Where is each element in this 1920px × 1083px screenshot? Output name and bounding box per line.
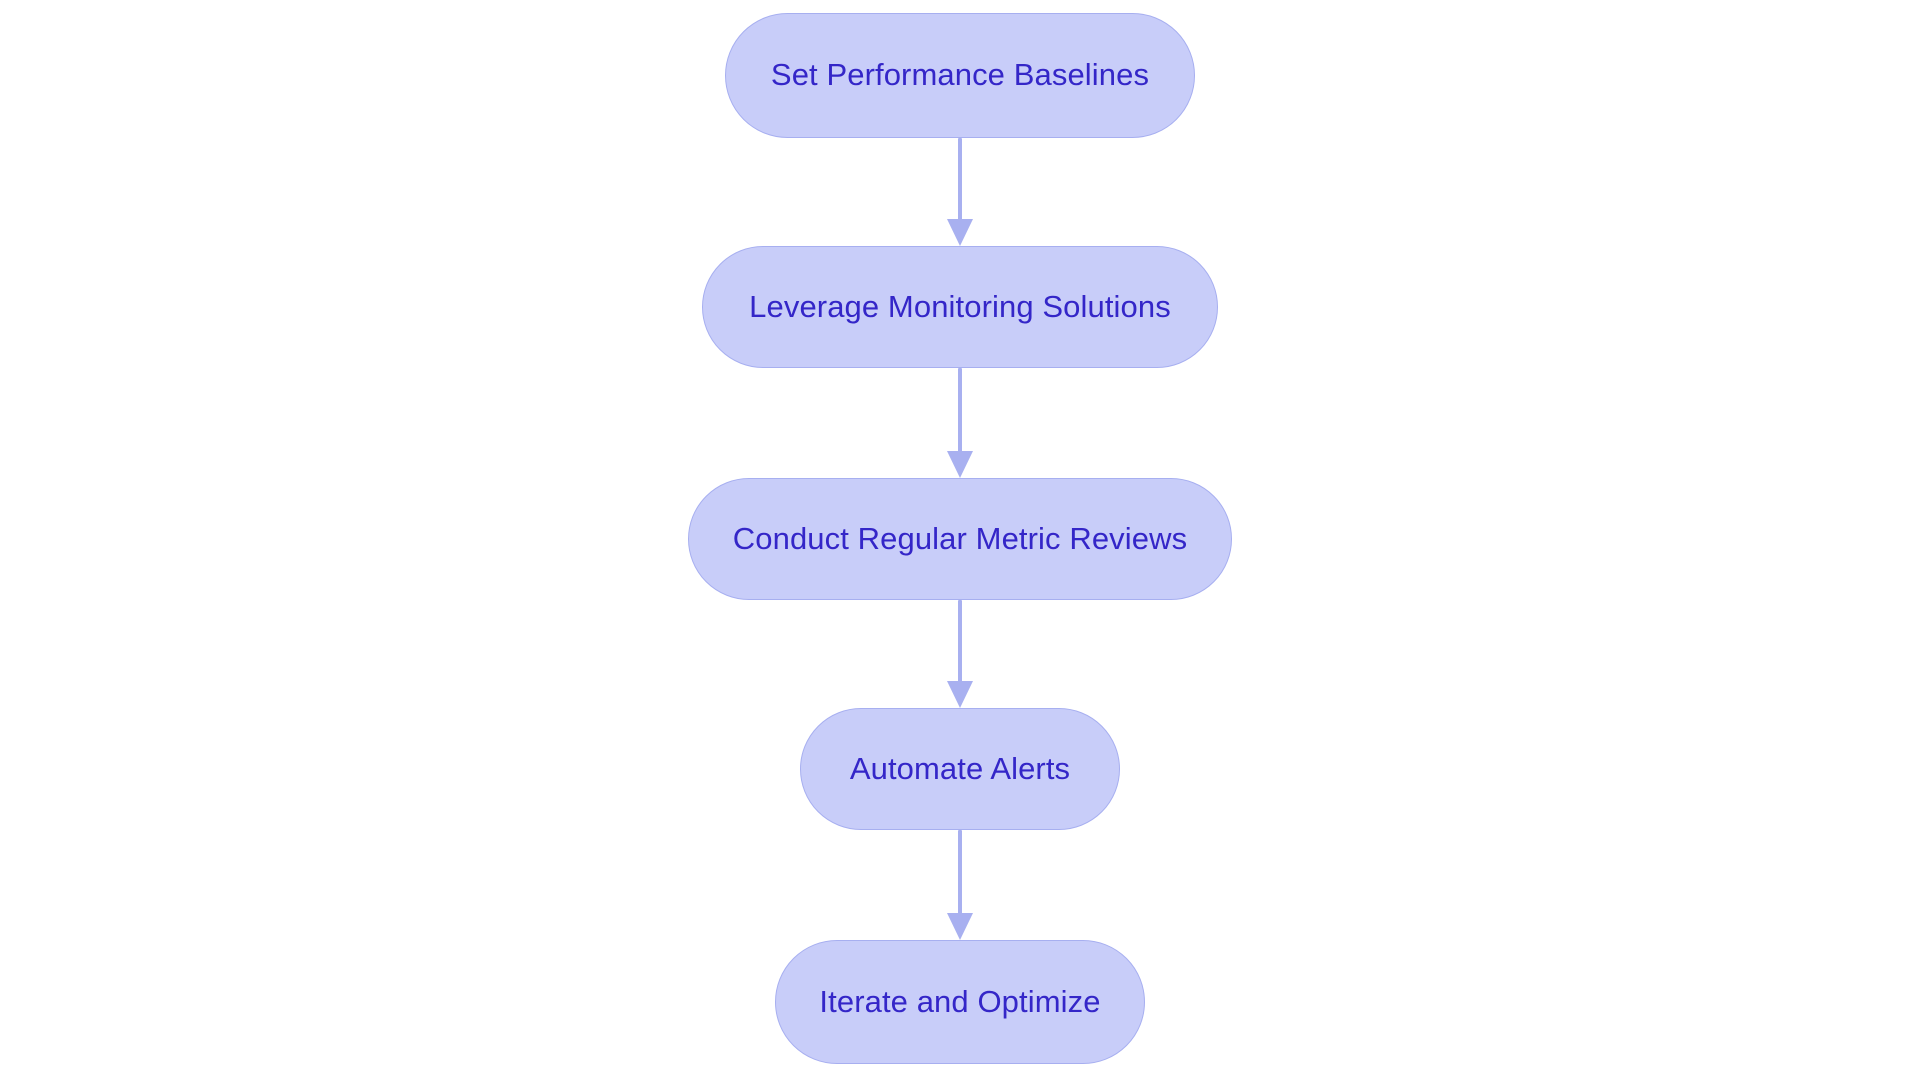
down-arrow-icon [947,219,973,246]
flow-edge-n0-n1 [947,138,973,246]
flow-node-label: Leverage Monitoring Solutions [749,288,1171,324]
flow-node-label: Set Performance Baselines [770,57,1150,92]
flow-edge-n3-n4 [947,830,973,940]
flow-node-leverage-monitoring-solutions[interactable]: Leverage Monitoring Solutions [702,246,1218,368]
edge-line [958,138,962,220]
down-arrow-icon [947,913,973,940]
down-arrow-icon [947,451,973,478]
flow-node-label: Iterate and Optimize [819,983,1101,1019]
down-arrow-icon [947,681,973,708]
flow-node-automate-alerts[interactable]: Automate Alerts [800,708,1120,830]
flow-edge-n1-n2 [947,368,973,478]
flow-node-iterate-and-optimize[interactable]: Iterate and Optimize [775,940,1145,1064]
edge-line [958,600,962,682]
flow-node-conduct-regular-metric-reviews[interactable]: Conduct Regular Metric Reviews [688,478,1232,600]
flow-node-set-performance-baselines[interactable]: Set Performance Baselines [725,13,1195,138]
flow-edge-n2-n3 [947,600,973,708]
edge-line [958,368,962,452]
flow-node-label: Automate Alerts [849,750,1071,786]
flow-node-label: Conduct Regular Metric Reviews [732,520,1188,556]
edge-line [958,830,962,914]
